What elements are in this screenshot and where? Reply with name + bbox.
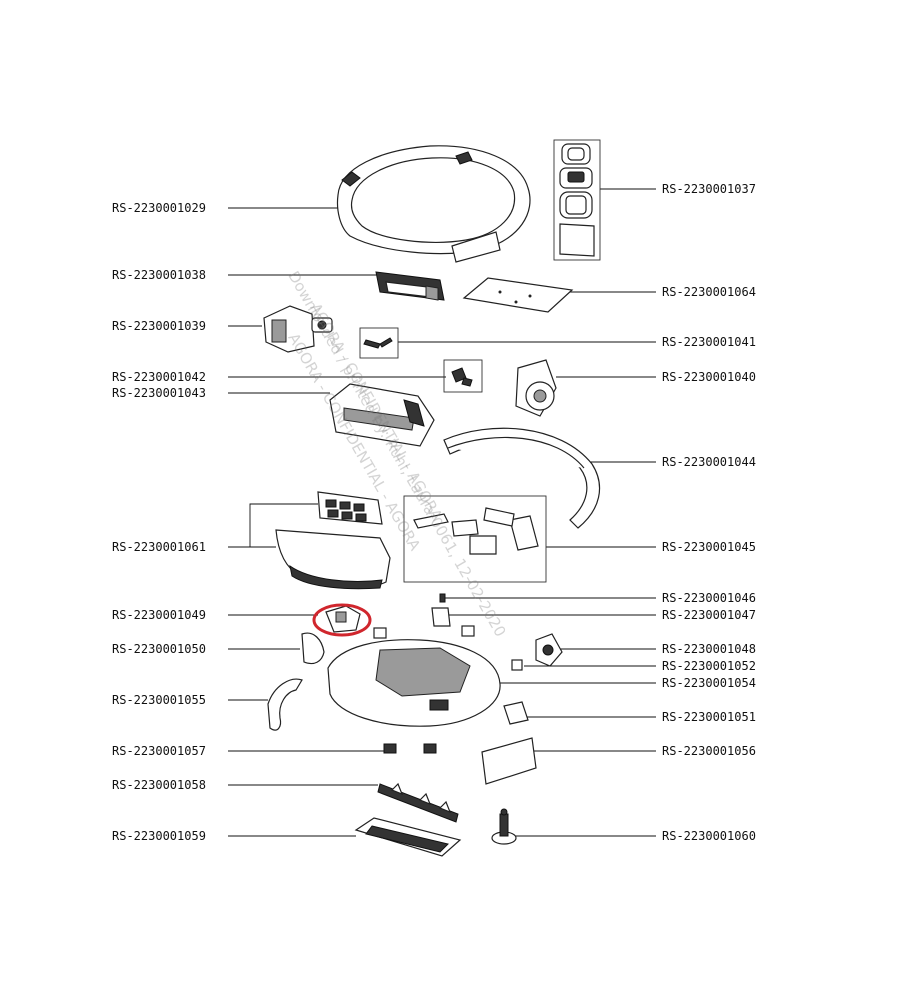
label-part: RS-2230001038: [112, 268, 206, 282]
highlight-circle: [312, 603, 372, 637]
label-part: RS-2230001048: [662, 642, 756, 656]
bumper-sensor-part: [503, 701, 529, 725]
label-part: RS-2230001058: [112, 778, 206, 792]
switch-box-part: [443, 359, 483, 393]
clips-part: [383, 743, 437, 754]
label-part: RS-2230001052: [662, 659, 756, 673]
label-part: RS-2230001056: [662, 744, 756, 758]
plate-part: [462, 277, 574, 313]
side-piece-part: [301, 632, 325, 665]
wheel-motor-part: [263, 305, 333, 353]
label-part: RS-2230001051: [662, 710, 756, 724]
side-cover-part: [267, 678, 303, 731]
label-part: RS-2230001046: [662, 591, 756, 605]
roller-brush-part: [377, 782, 459, 823]
caster-part: [535, 633, 563, 667]
label-part: RS-2230001059: [112, 829, 206, 843]
label-part: RS-2230001064: [662, 285, 756, 299]
small-parts-box-part: [359, 327, 399, 359]
leader-lines-left: [228, 207, 446, 837]
label-part: RS-2230001047: [662, 608, 756, 622]
label-part: RS-2230001050: [112, 642, 206, 656]
cliff-sensor-part: [312, 603, 372, 637]
top-cover-part: [336, 145, 531, 263]
panel-part: [481, 737, 537, 785]
label-part: RS-2230001037: [662, 182, 756, 196]
label-part: RS-2230001040: [662, 370, 756, 384]
brush-housing-part: [329, 383, 435, 447]
label-part: RS-2230001044: [662, 455, 756, 469]
label-part: RS-2230001055: [112, 693, 206, 707]
label-part: RS-2230001045: [662, 540, 756, 554]
side-brush-part: [491, 808, 517, 845]
drive-wheel-part: [515, 359, 557, 417]
dustbin-part: [275, 491, 391, 590]
small-pieces-part: [373, 593, 475, 639]
brush-motor-part: [375, 271, 445, 301]
label-part: RS-2230001061: [112, 540, 206, 554]
label-part: RS-2230001043: [112, 386, 206, 400]
label-part: RS-2230001057: [112, 744, 206, 758]
bumper-part: [443, 427, 601, 529]
label-part: RS-2230001042: [112, 370, 206, 384]
leader-lines-right: [398, 188, 656, 837]
label-part: RS-2230001049: [112, 608, 206, 622]
brush-cover-part: [354, 817, 462, 857]
label-part: RS-2230001039: [112, 319, 206, 333]
label-part: RS-2230001060: [662, 829, 756, 843]
label-part: RS-2230001054: [662, 676, 756, 690]
base-chassis-part: [327, 639, 523, 727]
label-part: RS-2230001041: [662, 335, 756, 349]
seals-kit-part: [553, 139, 601, 261]
label-part: RS-2230001029: [112, 201, 206, 215]
bracket-kit-part: [403, 495, 547, 583]
